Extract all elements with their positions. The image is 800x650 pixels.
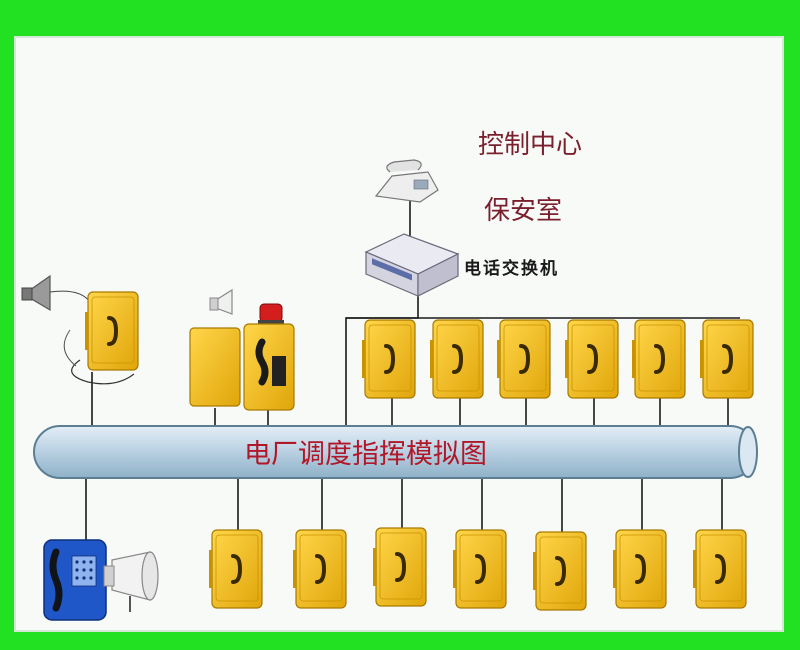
wires xyxy=(85,198,740,540)
lower-phone-row xyxy=(207,526,748,612)
control-center-label: 控制中心 xyxy=(478,130,583,160)
yellow-phone-icon xyxy=(83,290,140,372)
red-beacon-icon xyxy=(258,303,284,326)
phone-switch-label: 电话交换机 xyxy=(464,259,559,279)
horn-speaker-icon xyxy=(103,551,159,612)
diagram-title: 电厂调度指挥模拟图 xyxy=(244,439,487,470)
yellow-phone-icon xyxy=(189,323,295,411)
security-room-label: 保安室 xyxy=(484,196,563,226)
bus-pipe xyxy=(33,425,758,479)
switch-box-icon xyxy=(364,233,460,297)
horn-speaker-icon xyxy=(209,288,233,315)
upper-phone-row xyxy=(360,318,755,400)
blue-keypad-phone-icon xyxy=(43,539,107,621)
desk-phone-icon xyxy=(374,159,439,203)
horn-speaker-icon xyxy=(21,274,91,312)
